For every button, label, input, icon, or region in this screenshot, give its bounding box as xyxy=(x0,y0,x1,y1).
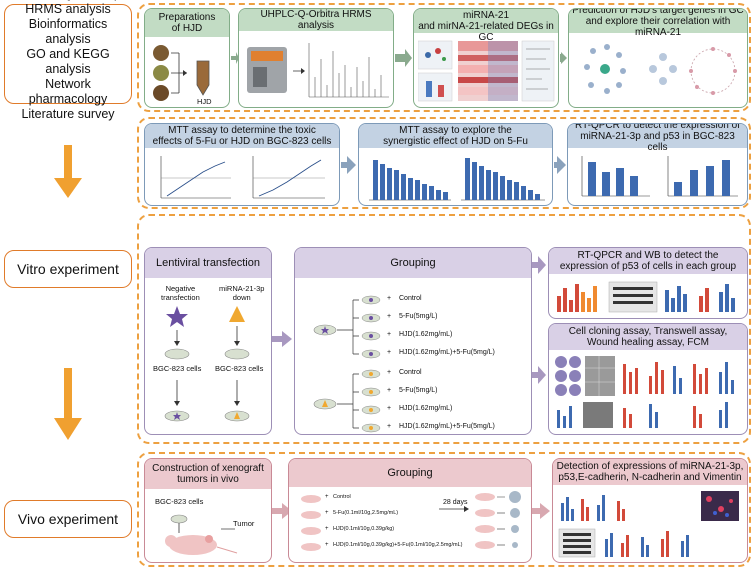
network-diagrams xyxy=(584,44,737,95)
card-title: Bioinformatics analysis of miRNA-21 and … xyxy=(414,9,558,43)
group-item: HJD(1.62mg/mL)+5-Fu(5mg/L) xyxy=(399,349,495,356)
card-title: Construction of xenograft tumors in vivo xyxy=(145,459,271,489)
triangle-icon xyxy=(229,306,245,322)
duration-label: 28 days xyxy=(443,499,468,506)
xeno-cells-label: BGC-823 cells xyxy=(155,497,204,506)
hjd-tube-label: HJD xyxy=(197,97,212,106)
negative-transfection-label: Negative transfection xyxy=(161,284,200,302)
stage-arrows xyxy=(54,145,82,440)
card-hrms-analysis: UHPLC-Q-Orbitra HRMS analysis xyxy=(238,8,394,108)
row-vivo-box xyxy=(137,452,751,567)
group-plus: + xyxy=(387,405,392,412)
group-plus: + xyxy=(387,387,392,394)
mirna-down-label: miRNA-21-3p down xyxy=(219,284,265,302)
card-detection: Detection of expressions of miRNA-21-3p,… xyxy=(552,458,748,563)
card-rtqpcr-wb: RT-QPCR and WB to detect the expression … xyxy=(548,247,748,319)
down-arrow-1 xyxy=(54,145,82,198)
group-item: HJD(1.62mg/mL) xyxy=(399,331,453,338)
card-title: RT-QPCR and WB to detect the expression … xyxy=(549,248,747,274)
card-title: Cell cloning assay, Transwell assay, Wou… xyxy=(549,324,747,350)
hrms-instrument-spectrum xyxy=(247,43,389,98)
card-lentiviral: Lentiviral transfection Negative transfe… xyxy=(144,247,272,435)
card-mtt-synergy: MTT assay to explore the synergistic eff… xyxy=(358,123,553,206)
card-bioinformatics: Bioinformatics analysis of miRNA-21 and … xyxy=(413,8,559,108)
card-title: Grouping xyxy=(295,248,531,278)
card-title: Lentiviral transfection xyxy=(145,248,271,278)
group-item: Control xyxy=(399,369,422,376)
vivo-group-plus: + xyxy=(325,494,329,500)
card-title: MTT assay to explore the synergistic eff… xyxy=(359,124,552,148)
card-title: Prediction of HJD's target genes in GC a… xyxy=(569,9,747,38)
rtqpcr-bars xyxy=(581,156,738,197)
row-vitro-1-box xyxy=(137,117,751,209)
group-plus: + xyxy=(387,423,392,430)
card-title: Preparations of HJD xyxy=(145,9,229,37)
grouping-to-detection-arrow xyxy=(532,503,550,519)
vivo-group-item: 5-Fu(0.1ml/10g,2.5mg/mL) xyxy=(333,510,399,516)
grouping-to-results-arrows xyxy=(532,256,546,384)
card-mtt-toxic: MTT assay to determine the toxic effects… xyxy=(144,123,340,206)
card-preparations-hjd: Preparations of HJD HJD xyxy=(144,8,230,108)
vivo-group-item: HJD(0.1ml/10g,0.39g/kg) xyxy=(333,526,395,532)
group-item: HJD(1.62mg/mL)+5-Fu(5mg/L) xyxy=(399,423,495,430)
group-item: 5-Fu(5mg/L) xyxy=(399,387,438,394)
card-grouping-vitro: Grouping + Control + 5-Fu(5mg/L) + HJD(1… xyxy=(294,247,532,435)
card-rtqpcr-mirna: RT-QPCR to detect the expression of miRN… xyxy=(567,123,748,206)
card-title: RT-QPCR to detect the expression of miRN… xyxy=(568,124,747,153)
transfection-illustration xyxy=(164,306,250,422)
vivo-group-plus: + xyxy=(325,526,329,532)
group-plus: + xyxy=(387,313,392,320)
stage-label-vitro: Vitro experiment xyxy=(4,250,132,288)
card-title: MTT assay to determine the toxic effects… xyxy=(145,124,339,148)
herbs-illustration xyxy=(153,45,210,101)
mtt-curves xyxy=(160,156,325,199)
row-vitro-2-box xyxy=(137,214,751,444)
vivo-group-plus: + xyxy=(325,542,329,548)
group-item: HJD(1.62mg/mL) xyxy=(399,405,453,412)
mice-grouping xyxy=(301,491,521,551)
heatmap-plots xyxy=(418,40,555,102)
lenti-to-grouping-arrow xyxy=(272,331,292,347)
card-cell-cloning: Cell cloning assay, Transwell assay, Wou… xyxy=(548,323,748,435)
group-plus: + xyxy=(387,331,392,338)
row2-arrows xyxy=(341,156,566,174)
xeno-tumor-label: Tumor xyxy=(233,519,255,528)
vivo-group-item: Control xyxy=(333,494,351,500)
wb-panels xyxy=(557,281,735,313)
detection-panels xyxy=(558,491,739,558)
cloning-panels xyxy=(555,356,734,428)
row1-arrows xyxy=(231,49,567,67)
group-item: Control xyxy=(399,295,422,302)
card-target-prediction: Prediction of HJD's target genes in GC a… xyxy=(568,8,748,108)
group-plus: + xyxy=(387,369,392,376)
vivo-group-item: HJD(0.1ml/10g,0.39g/kg)+5-Fu(0.1ml/10g,2… xyxy=(333,542,463,548)
card-xenograft: Construction of xenograft tumors in vivo… xyxy=(144,458,272,563)
card-title: Detection of expressions of miRNA-21-3p,… xyxy=(553,459,747,485)
group-plus: + xyxy=(387,349,392,356)
cells-left-label: BGC-823 cells xyxy=(153,364,202,373)
group-item: 5-Fu(5mg/L) xyxy=(399,313,438,320)
card-title: Grouping xyxy=(289,459,531,487)
mouse-illustration xyxy=(165,514,238,555)
vivo-group-plus: + xyxy=(325,510,329,516)
cells-right-label: BGC-823 cells xyxy=(215,364,264,373)
mtt-bar-charts xyxy=(369,158,545,201)
star-icon xyxy=(166,306,188,327)
card-title: UHPLC-Q-Orbitra HRMS analysis xyxy=(239,9,393,31)
stage-label-vivo: Vivo experiment xyxy=(4,500,132,538)
down-arrow-2 xyxy=(54,368,82,440)
card-grouping-vivo: Grouping + Control + 5-Fu(0.1ml/10g,2.5m… xyxy=(288,458,532,563)
xeno-to-grouping-arrow xyxy=(272,503,292,519)
grouping-tree xyxy=(313,295,381,433)
row-analysis-box xyxy=(137,3,751,112)
group-plus: + xyxy=(387,295,392,302)
